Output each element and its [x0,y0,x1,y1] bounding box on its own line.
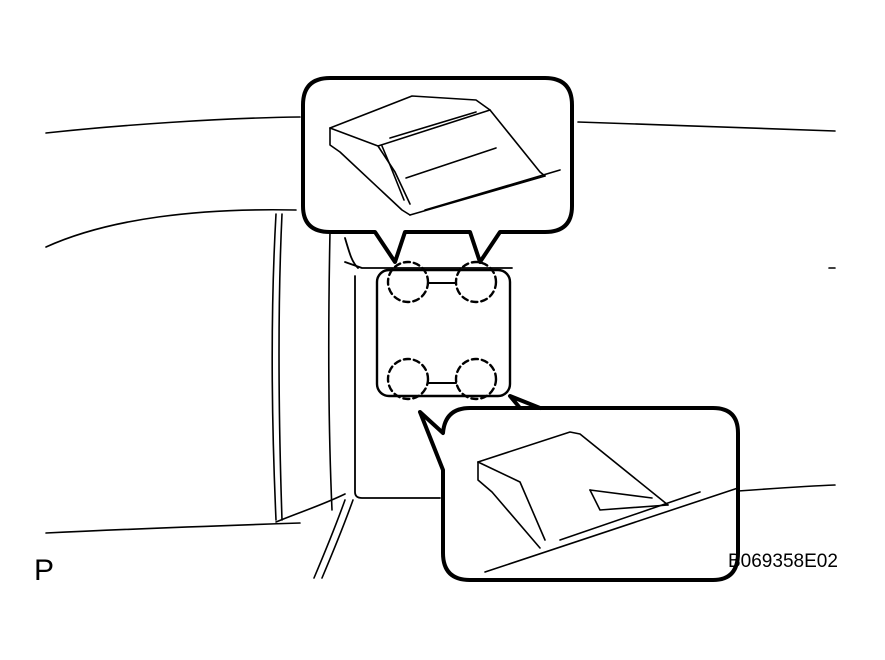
panel-outline [45,116,836,579]
lower-callout [418,394,740,582]
upper-right-contour [577,121,836,132]
column-left-edge [327,231,333,511]
lower-clip-detail [477,431,739,573]
upper-left-contour [45,116,301,134]
lower-callout-frame [418,394,740,582]
bottom-left-contour [45,522,301,534]
right-lower-contour [737,484,836,492]
mid-left-contour [45,208,297,248]
column-leg-left [313,499,346,579]
clip-marker-top-right [454,260,498,304]
upper-clip-detail [329,95,561,216]
figure-code: B069358E02 [728,551,838,572]
upper-callout-frame [301,76,574,264]
clip-marker-top-left [386,260,430,304]
panel-top-edge [344,237,359,269]
upper-callout [301,76,574,264]
panel-rect-outline [344,261,513,499]
inner-vertical-left [271,213,277,521]
view-label: P [34,554,55,587]
clip-plate [375,268,512,398]
clip-marker-bottom-right [454,357,498,401]
trim-panel [344,237,513,499]
inner-vertical-right [278,213,283,521]
clip-markers [386,260,498,401]
column-lower-sweep [275,493,346,523]
column-leg-right [321,499,354,579]
clip-marker-bottom-left [386,357,430,401]
